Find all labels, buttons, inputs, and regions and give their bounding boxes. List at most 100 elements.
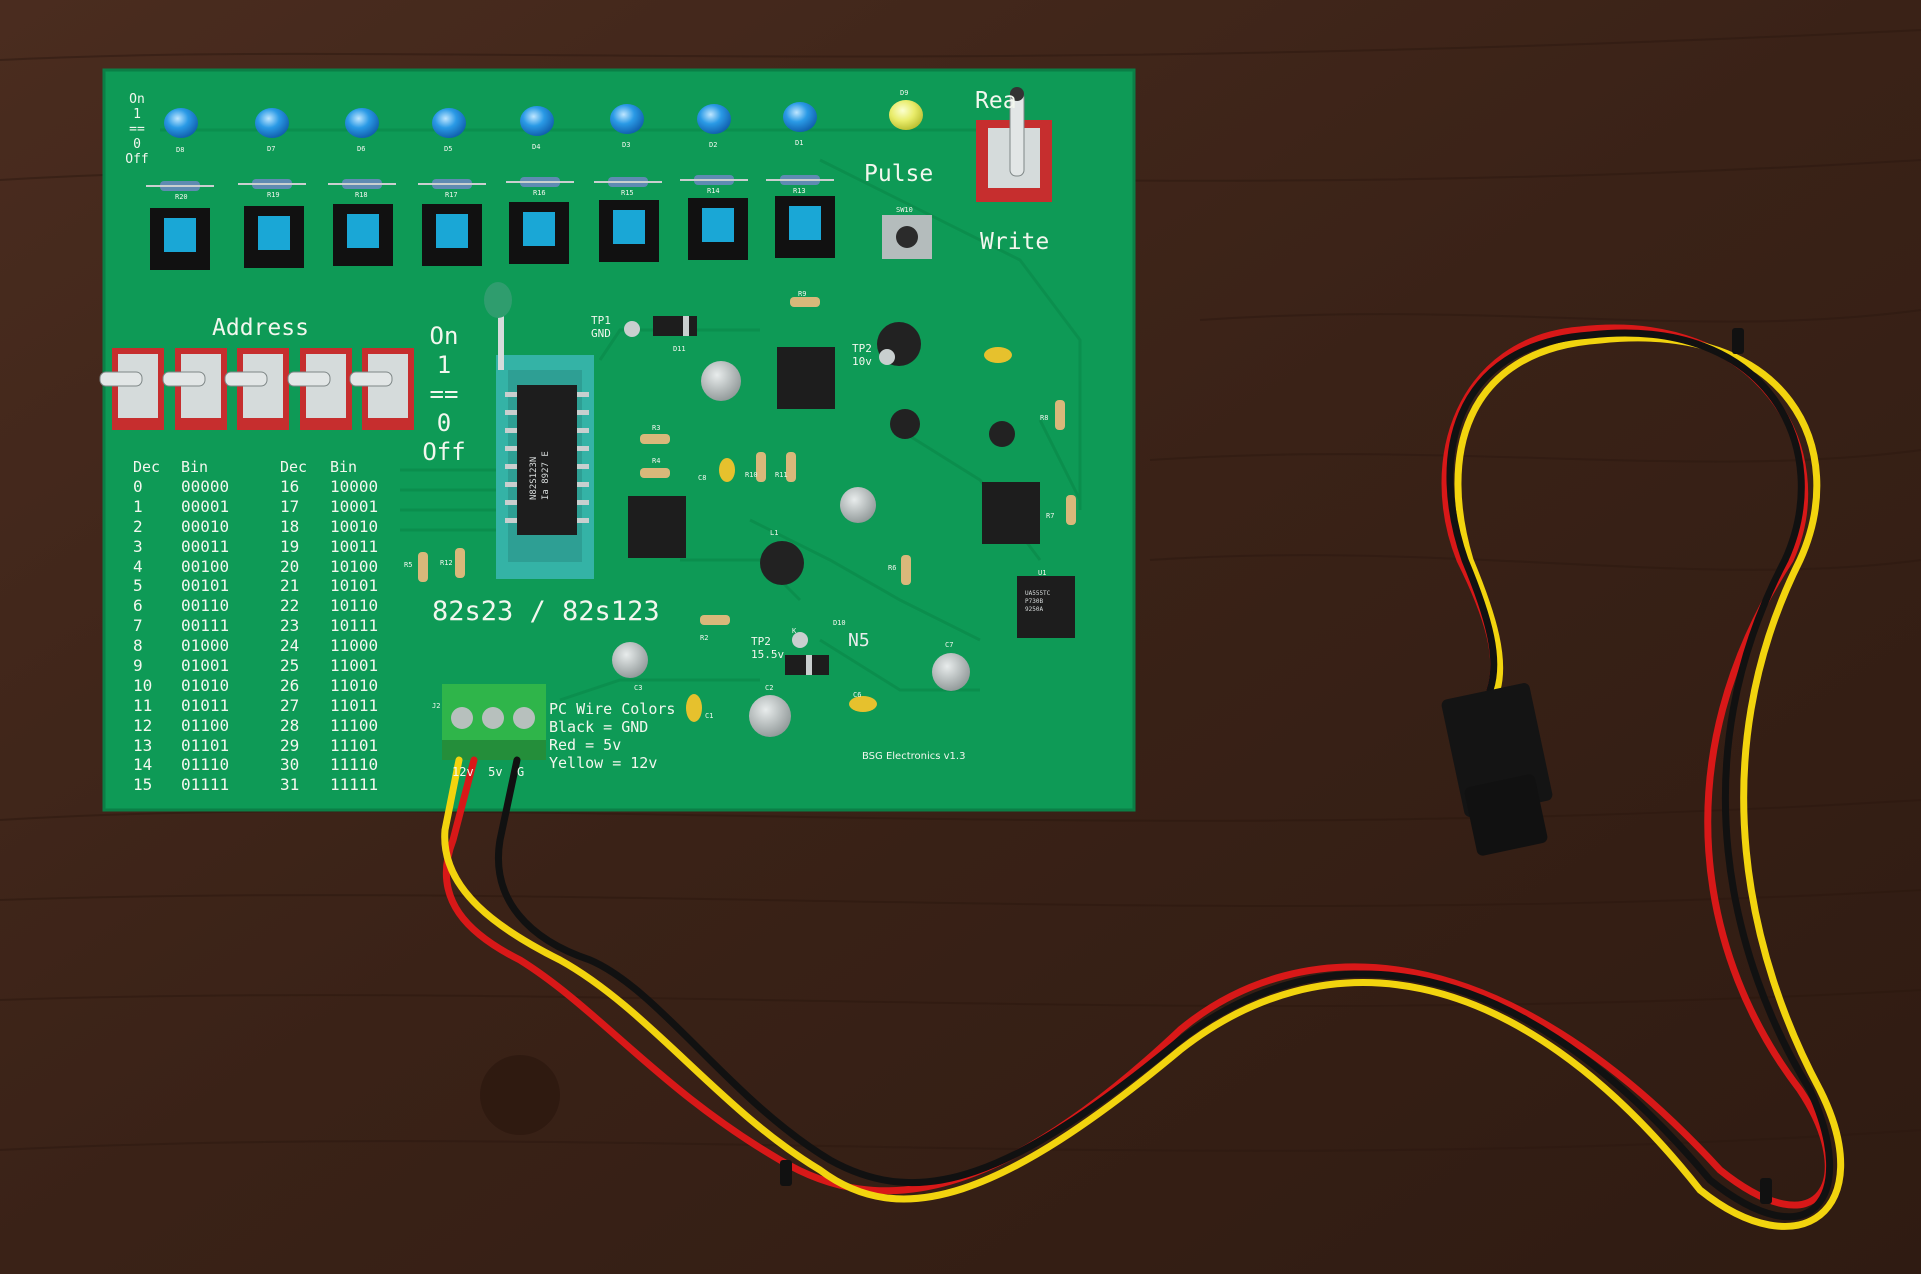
table-cell: 10010: [330, 516, 379, 536]
table-cell: 26: [280, 675, 300, 695]
u1-marking-line: P730B: [1025, 598, 1044, 605]
table-cell: 31: [280, 775, 300, 795]
desk-stain: [480, 1055, 560, 1135]
table-cell: 10111: [330, 616, 379, 636]
part-ref: L1: [770, 529, 779, 537]
resistor-ref: R17: [445, 191, 458, 199]
table-cell: 00110: [181, 596, 230, 616]
write-label: Write: [980, 229, 1050, 255]
part-ref: C7: [945, 641, 954, 649]
table-cell: 00011: [181, 536, 230, 556]
resistor-ref: R13: [793, 187, 806, 195]
address-legend-on: On: [429, 322, 459, 350]
table-header-cell: Dec: [280, 458, 308, 476]
address-toggle-row: [99, 348, 414, 430]
part-ref: R8: [1040, 414, 1049, 422]
led-legend-zero: 0: [133, 137, 141, 152]
tp1-label: TP1 GND: [591, 314, 611, 340]
resistor-ref: R15: [621, 189, 634, 197]
table-cell: 7: [133, 616, 143, 636]
table-cell: 10000: [330, 477, 379, 496]
led-d3: [610, 104, 644, 134]
address-toggle-1: [99, 348, 164, 430]
address-toggle-4: [287, 348, 352, 430]
wire-colors-line: Black = GND: [549, 718, 649, 736]
address-legend-eq: ==: [429, 380, 459, 408]
table-cell: 11110: [330, 755, 379, 775]
resistor-ref: R14: [707, 187, 720, 195]
table-cell: 27: [280, 695, 300, 715]
part-ref: R7: [1046, 512, 1055, 520]
chip-marking-line: Ia 8927 E: [541, 451, 551, 500]
led-legend-eq: ==: [129, 122, 145, 137]
tp2-bottom-name: TP2: [751, 635, 771, 648]
wire-colors-line: Red = 5v: [549, 736, 622, 754]
table-cell: 10100: [330, 556, 379, 576]
dip8-chips: [628, 347, 1075, 638]
table-cell: 14: [133, 755, 153, 775]
data-button-2: [244, 206, 304, 268]
table-cell: 3: [133, 536, 143, 556]
part-ref: R3: [652, 424, 661, 432]
resistor-ref: R20: [175, 193, 188, 201]
electrolytic-capacitors: [612, 322, 1015, 737]
small-parts: [418, 297, 1076, 722]
molex-connector: [1441, 683, 1553, 856]
tp2-bottom-sub: 15.5v: [751, 648, 785, 661]
data-button-1: [150, 208, 210, 270]
data-button-5: [509, 202, 569, 264]
table-cell: 01101: [181, 735, 230, 755]
tp2-top-sub: 10v: [852, 355, 872, 368]
table-header-cell: Bin: [181, 458, 209, 476]
part-ref: C3: [634, 684, 643, 692]
table-cell: 15: [133, 775, 153, 795]
led-ref: D4: [532, 143, 541, 151]
table-cell: 24: [280, 636, 300, 656]
read-write-toggle: [976, 87, 1052, 202]
led-d7: [255, 108, 289, 138]
terminal-block: [442, 684, 546, 760]
led-ref: D2: [709, 141, 718, 149]
u1-marking-line: 9250A: [1025, 606, 1044, 613]
pulse-switch: [882, 215, 932, 259]
table-cell: 01010: [181, 675, 230, 695]
led-ref: D1: [795, 139, 804, 147]
table-cell: 10110: [330, 596, 379, 616]
table-cell: 00111: [181, 616, 230, 636]
table-cell: 01110: [181, 755, 230, 775]
table-header-cell: Bin: [330, 458, 358, 476]
chip-marking: N82S123N Ia 8927 E: [528, 451, 552, 500]
table-cell: 00101: [181, 576, 230, 596]
part-ref: K: [792, 627, 797, 635]
table-cell: 11: [133, 695, 153, 715]
table-cell: 00000: [181, 477, 230, 496]
address-toggle-5: [349, 348, 414, 430]
table-cell: 12: [133, 715, 153, 735]
address-legend-one: 1: [436, 351, 452, 379]
data-button-8: [775, 196, 835, 258]
blue-led-row: [164, 102, 817, 138]
part-ref: C2: [765, 684, 774, 692]
table-cell: 11100: [330, 715, 379, 735]
resistor-row: [146, 175, 834, 191]
led-ref: D6: [357, 145, 366, 153]
table-cell: 22: [280, 596, 300, 616]
switch-ref: SW10: [896, 206, 913, 214]
tp2-top-label: TP2 10v: [852, 342, 872, 368]
resistor-ref: R18: [355, 191, 368, 199]
part-ref: R6: [888, 564, 897, 572]
table-cell: 29: [280, 735, 300, 755]
table-cell: 25: [280, 656, 300, 676]
table-cell: 20: [280, 556, 300, 576]
table-cell: 00010: [181, 516, 230, 536]
table-cell: 10: [133, 675, 153, 695]
chip-label: 82s23 / 82s123: [432, 596, 660, 627]
